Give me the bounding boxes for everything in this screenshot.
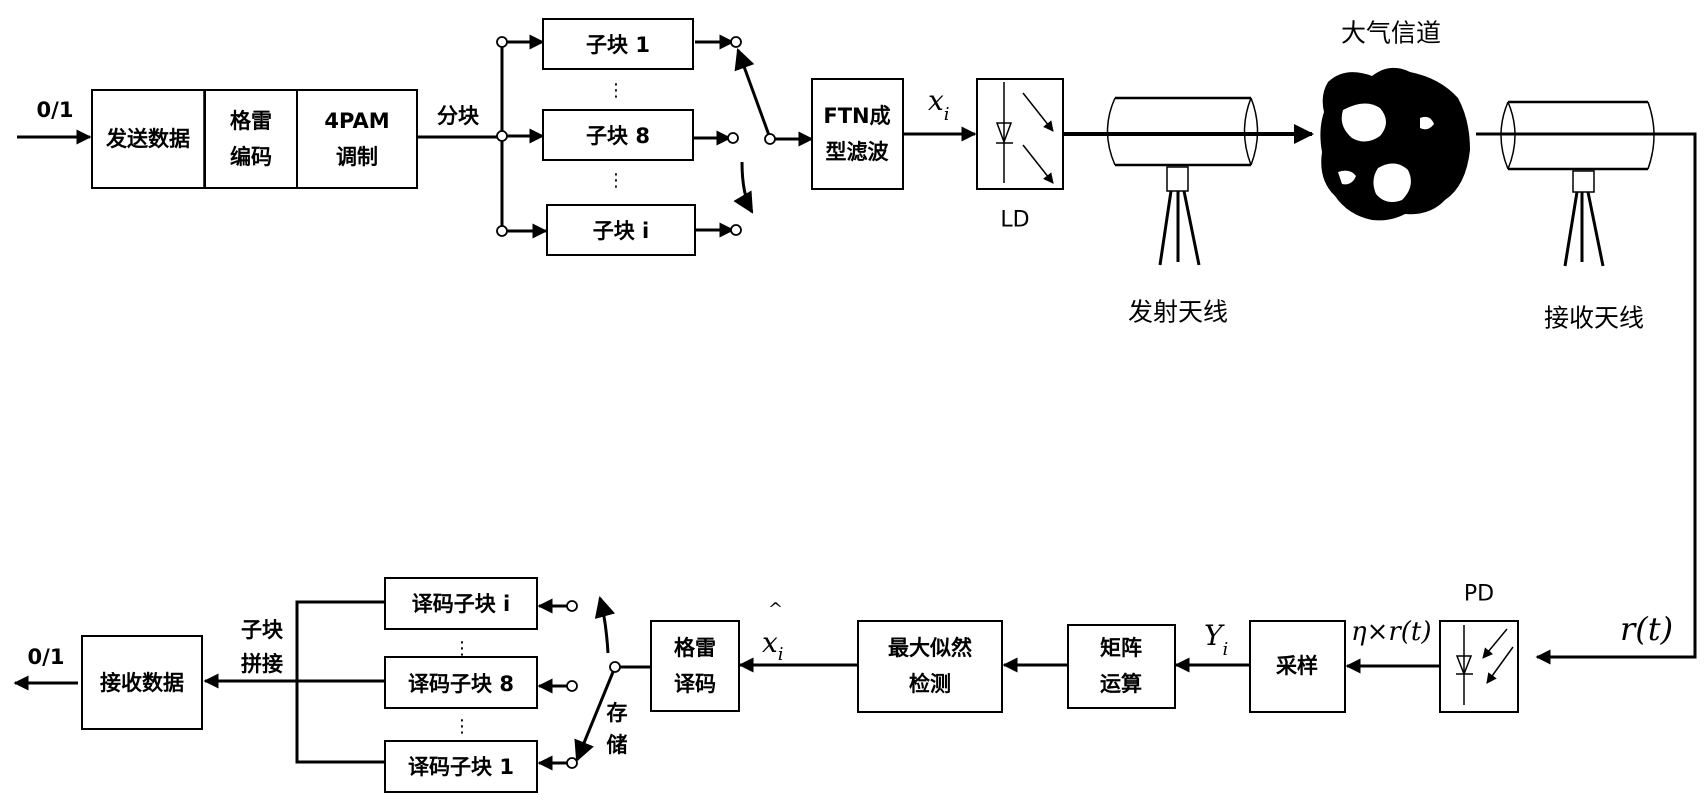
tx-selector-switch (733, 48, 776, 214)
svg-text:译码子块 1: 译码子块 1 (408, 755, 514, 779)
pd-label: PD (1464, 582, 1494, 607)
svg-text:最大似然: 最大似然 (888, 636, 972, 660)
ellipsis-1: ⋮ (607, 80, 625, 101)
svg-text:编码: 编码 (230, 145, 272, 169)
svg-text:FTN成: FTN成 (823, 104, 890, 128)
ellipsis-3: ⋮ (453, 638, 471, 659)
decoded-sub-block-i: 译码子块 i (384, 577, 538, 630)
receive-data-block: 接收数据 (81, 635, 203, 730)
svg-text:检测: 检测 (909, 672, 951, 696)
ellipsis-4: ⋮ (453, 716, 471, 737)
svg-text:格雷: 格雷 (674, 636, 716, 660)
concat-label-1: 子块 (241, 618, 284, 642)
svg-text:采样: 采样 (1276, 654, 1318, 678)
svg-text:矩阵: 矩阵 (1100, 636, 1142, 660)
modulation-block: 4PAM 调制 (296, 89, 418, 189)
input-label: 0/1 (37, 98, 74, 122)
sub-block-i: 子块 i (546, 204, 696, 256)
signal-xi: xi (928, 84, 950, 125)
svg-text:子块 8: 子块 8 (586, 124, 650, 148)
hat-symbol: ^ (768, 599, 783, 620)
ftn-filter-block: FTN成 型滤波 (811, 78, 904, 190)
ld-label: LD (1000, 208, 1029, 233)
svg-text:发送数据: 发送数据 (105, 127, 190, 151)
svg-text:接收数据: 接收数据 (100, 671, 184, 695)
transmit-antenna (1106, 96, 1259, 266)
svg-text:运算: 运算 (1100, 672, 1142, 696)
decoded-sub-block-8: 译码子块 8 (384, 656, 538, 709)
sub-block-8: 子块 8 (542, 109, 694, 161)
receive-antenna (1500, 100, 1655, 267)
signal-rt: r(t) (1620, 610, 1673, 648)
matrix-operation-block: 矩阵 运算 (1067, 624, 1176, 709)
concat-label-2: 拼接 (241, 652, 283, 676)
svg-text:子块 i: 子块 i (593, 219, 650, 243)
trellis-encode-block: 格雷 编码 (204, 89, 298, 189)
send-data-block: 发送数据 (91, 89, 206, 189)
laser-diode-block (976, 78, 1064, 190)
output-label: 0/1 (28, 645, 65, 669)
split-label: 分块 (437, 104, 480, 128)
svg-text:4PAM: 4PAM (324, 109, 389, 133)
store-label-2: 储 (607, 733, 628, 757)
rx-storage-switch (574, 595, 621, 762)
ml-detection-block: 最大似然 检测 (857, 620, 1003, 713)
signal-xhat: xi (762, 626, 784, 665)
ellipsis-2: ⋮ (607, 170, 625, 191)
photodiode-block (1439, 620, 1519, 713)
decoded-sub-block-1: 译码子块 1 (384, 740, 538, 793)
atmospheric-channel (1320, 67, 1470, 221)
store-label-1: 存 (607, 701, 628, 725)
trellis-decode-block: 格雷 译码 (650, 620, 740, 712)
svg-text:子块 1: 子块 1 (586, 33, 650, 57)
svg-text:调制: 调制 (336, 145, 378, 169)
svg-text:译码子块 i: 译码子块 i (412, 592, 511, 616)
rx-antenna-label: 接收天线 (1544, 304, 1644, 333)
tx-antenna-label: 发射天线 (1128, 298, 1228, 327)
pd-output-signal: η×r(t) (1351, 617, 1432, 647)
channel-label: 大气信道 (1341, 19, 1441, 48)
signal-Yi: Yi (1204, 619, 1228, 660)
svg-text:格雷: 格雷 (230, 109, 272, 133)
rx-signal-line (1476, 132, 1697, 665)
sub-block-1: 子块 1 (542, 18, 694, 70)
svg-text:型滤波: 型滤波 (826, 140, 890, 164)
sampling-block: 采样 (1249, 620, 1346, 713)
svg-text:译码子块 8: 译码子块 8 (408, 672, 514, 696)
svg-text:译码: 译码 (674, 672, 716, 696)
